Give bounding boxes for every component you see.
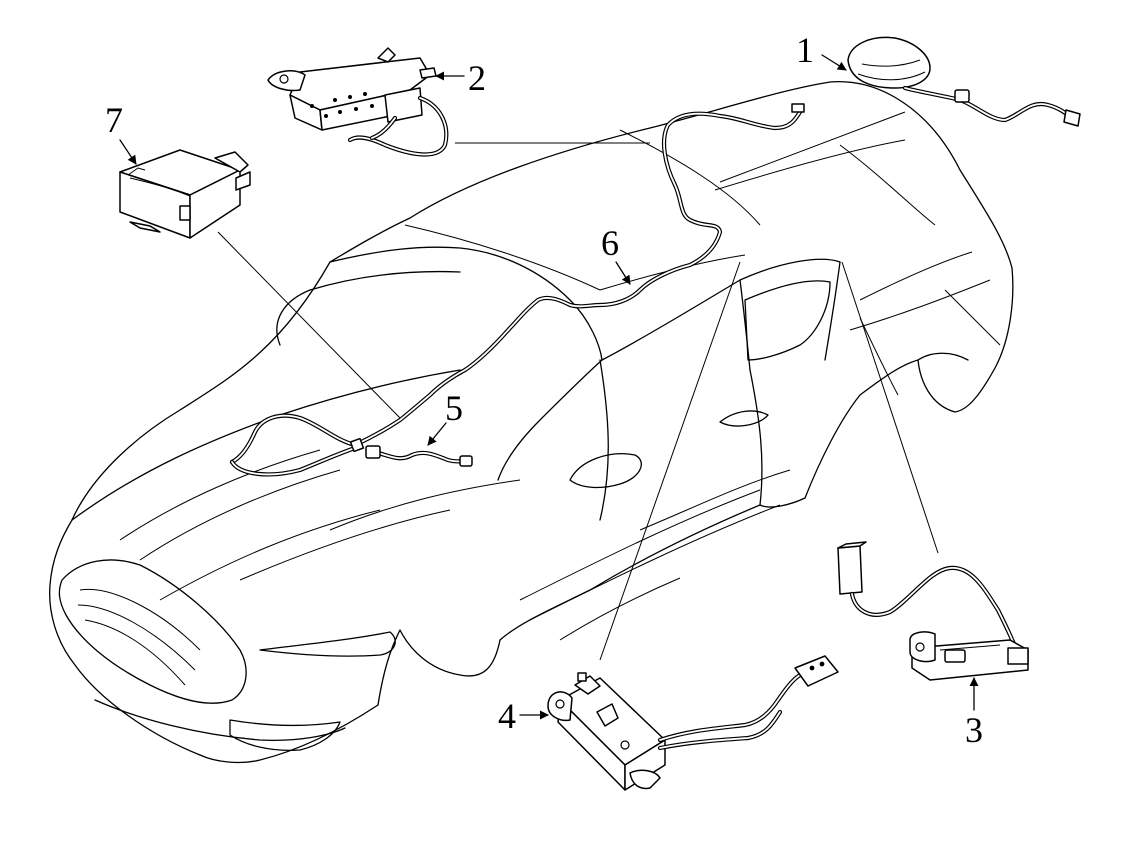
callout-7: 7 [105,100,123,140]
callout-arrows [119,54,979,720]
module-part-7 [119,149,251,239]
callout-6: 6 [601,223,619,263]
antenna-cable-part-6 [229,103,805,477]
leader-lines [217,111,939,661]
callout-2: 2 [468,58,486,98]
callout-4: 4 [498,696,516,736]
roof-antenna-part-1 [847,36,1081,127]
callout-5: 5 [445,388,463,428]
car-body-outline [49,81,1014,764]
callout-numbers: 1 2 3 4 5 6 7 [105,30,983,750]
arrow-7 [119,139,137,165]
arrow-1 [821,54,847,71]
module-part-4 [547,655,839,791]
callout-1: 1 [796,30,814,70]
arrow-6 [615,261,631,285]
callout-3: 3 [965,710,983,750]
arrow-5 [427,422,447,446]
sensor-part-3 [837,541,1029,681]
harness-part-5 [365,445,473,467]
module-part-2 [267,47,449,157]
